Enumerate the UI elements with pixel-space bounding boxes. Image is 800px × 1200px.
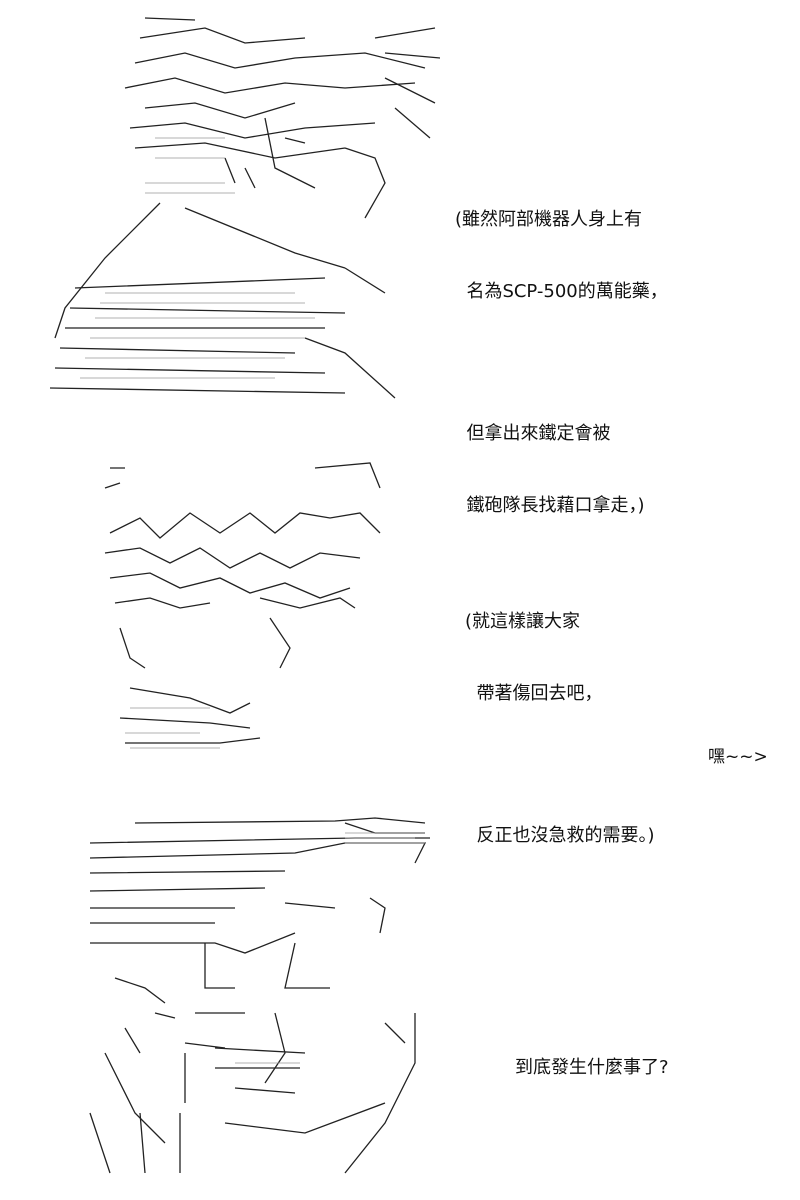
ascii-art-character-1 xyxy=(45,8,445,408)
ascii-art-character-3 xyxy=(85,813,445,1183)
caption-panel-1: (雖然阿部機器人身上有 名為SCP-500的萬能藥， 但拿出來鐵定會被 鐵砲隊長… xyxy=(455,160,668,566)
panel-3: 到底發生什麼事了? xyxy=(0,805,800,1185)
aside-text: 嘿~~> xyxy=(708,747,768,767)
caption-line: 但拿出來鐵定會被 xyxy=(455,423,611,444)
panel-2: (就這樣讓大家 帶著傷回去吧， 反正也沒急救的需要。) 嘿~~> xyxy=(0,450,800,846)
panel-1: (雖然阿部機器人身上有 名為SCP-500的萬能藥， 但拿出來鐵定會被 鐵砲隊長… xyxy=(0,0,800,516)
ascii-art-character-2 xyxy=(100,458,390,758)
caption-line: (雖然阿部機器人身上有 xyxy=(455,209,643,230)
caption-line: 到底發生什麼事了? xyxy=(515,1057,669,1078)
caption-line: 鐵砲隊長找藉口拿走，) xyxy=(455,495,645,516)
caption-line: 名為SCP-500的萬能藥， xyxy=(455,281,668,302)
caption-panel-3: 到底發生什麼事了? xyxy=(515,1008,669,1128)
caption-panel-2: (就這樣讓大家 帶著傷回去吧， 反正也沒急救的需要。) xyxy=(465,562,654,896)
caption-line: 反正也沒急救的需要。) xyxy=(465,825,655,846)
caption-line: (就這樣讓大家 xyxy=(465,611,581,632)
caption-line: 帶著傷回去吧， xyxy=(465,683,603,704)
